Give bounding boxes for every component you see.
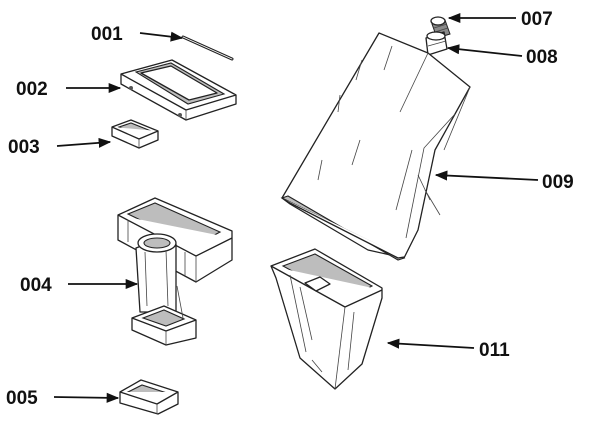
callout-005: 005 <box>6 388 38 409</box>
part-002-filter-frame <box>120 59 237 121</box>
callout-008: 008 <box>526 47 558 68</box>
callout-arrows <box>53 12 539 403</box>
callout-003: 003 <box>8 137 40 158</box>
callout-labels: 001 002 003 004 005 007 008 009 011 <box>6 9 574 409</box>
part-011-container <box>270 248 383 390</box>
callout-007: 007 <box>521 9 553 30</box>
part-009-filter-bag <box>280 32 471 261</box>
callout-011: 011 <box>479 340 510 361</box>
part-005-gasket <box>119 379 179 415</box>
callout-001: 001 <box>91 24 123 45</box>
callout-002: 002 <box>16 79 48 100</box>
callout-004: 004 <box>20 275 52 296</box>
arrow-003 <box>56 137 112 148</box>
part-004-inlet-housing <box>117 197 233 346</box>
callout-009: 009 <box>542 172 574 193</box>
arrow-011 <box>386 338 475 349</box>
arrow-005 <box>53 392 120 403</box>
arrow-001 <box>139 31 184 42</box>
part-001-rod <box>181 35 234 61</box>
part-008-collar <box>425 31 448 56</box>
arrow-009 <box>434 170 539 181</box>
arrow-008 <box>446 44 523 57</box>
part-003-seal <box>111 119 159 149</box>
